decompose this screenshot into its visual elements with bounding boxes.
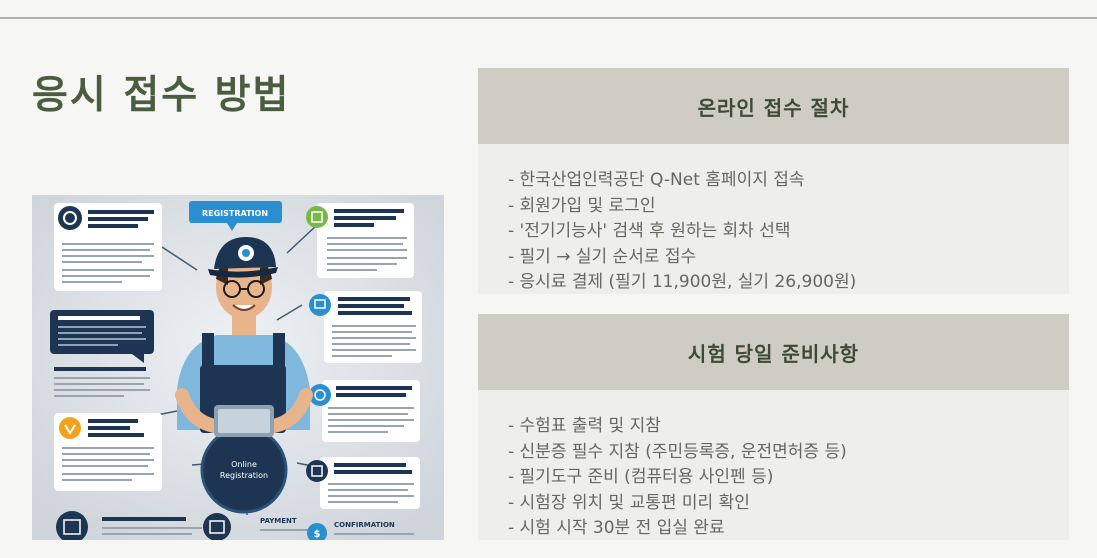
text-block-left — [54, 367, 150, 397]
banner-text: REGISTRATION — [202, 209, 268, 218]
svg-text:$: $ — [314, 529, 321, 540]
info-card-left-orange — [54, 413, 162, 491]
list-item: - 시험 시작 30분 전 입실 완료 — [508, 518, 725, 538]
exam-day-heading: 시험 당일 준비사항 — [687, 341, 860, 366]
center-circle-line-1: Online — [231, 460, 257, 469]
exam-day-header: 시험 당일 준비사항 — [478, 314, 1069, 390]
list-item: - 필기 → 실기 순서로 접수 — [508, 246, 697, 267]
info-card-right-3 — [309, 380, 420, 442]
registration-banner: REGISTRATION — [189, 201, 282, 231]
online-registration-header: 온라인 접수 절차 — [478, 68, 1069, 144]
info-bubble-left — [50, 310, 154, 363]
registration-illustration: REGISTRATION — [32, 195, 444, 540]
list-item: - 수험표 출력 및 지참 — [508, 416, 661, 436]
online-registration-list: - 한국산업인력공단 Q-Net 홈페이지 접속 - 회원가입 및 로그인 - … — [508, 168, 1069, 294]
page-title: 응시 접수 방법 — [32, 73, 291, 118]
list-item: - 응시료 결제 (필기 11,900원, 실기 26,900원) — [508, 272, 857, 292]
exam-day-body: - 수험표 출력 및 지참 - 신분증 필수 지참 (주민등록증, 운전면허증 … — [478, 390, 1069, 540]
online-registration-heading: 온라인 접수 절차 — [697, 95, 850, 120]
info-card-right-2 — [309, 291, 422, 363]
list-item: - 시험장 위치 및 교통편 미리 확인 — [508, 492, 750, 513]
illustration-graphic: REGISTRATION — [32, 195, 444, 540]
list-item: - 한국산업인력공단 Q-Net 홈페이지 접속 — [508, 170, 805, 190]
bottom-row: PAYMENT $ CONFIRMATION — [56, 511, 414, 540]
info-card-top-left — [54, 203, 162, 291]
list-item: - '전기기능사' 검색 후 원하는 회차 선택 — [508, 221, 791, 241]
list-item: - 필기도구 준비 (컴퓨터용 사인펜 등) — [508, 467, 774, 487]
exam-day-panel: 시험 당일 준비사항 - 수험표 출력 및 지참 - 신분증 필수 지참 (주민… — [478, 314, 1069, 540]
top-divider-line — [0, 17, 1097, 19]
registration-center-circle: Online Registration — [200, 426, 288, 514]
payment-label: PAYMENT — [260, 517, 297, 525]
center-circle-line-2: Registration — [220, 471, 268, 480]
info-card-top-right — [306, 203, 414, 278]
confirmation-label: CONFIRMATION — [334, 521, 395, 529]
online-registration-panel: 온라인 접수 절차 - 한국산업인력공단 Q-Net 홈페이지 접속 - 회원가… — [478, 68, 1069, 294]
list-item: - 신분증 필수 지참 (주민등록증, 운전면허증 등) — [508, 441, 847, 462]
exam-day-list: - 수험표 출력 및 지참 - 신분증 필수 지참 (주민등록증, 운전면허증 … — [508, 414, 1069, 540]
info-card-right-4 — [306, 457, 420, 509]
worker-figure — [175, 237, 313, 437]
online-registration-body: - 한국산업인력공단 Q-Net 홈페이지 접속 - 회원가입 및 로그인 - … — [478, 144, 1069, 294]
list-item: - 회원가입 및 로그인 — [508, 195, 656, 216]
